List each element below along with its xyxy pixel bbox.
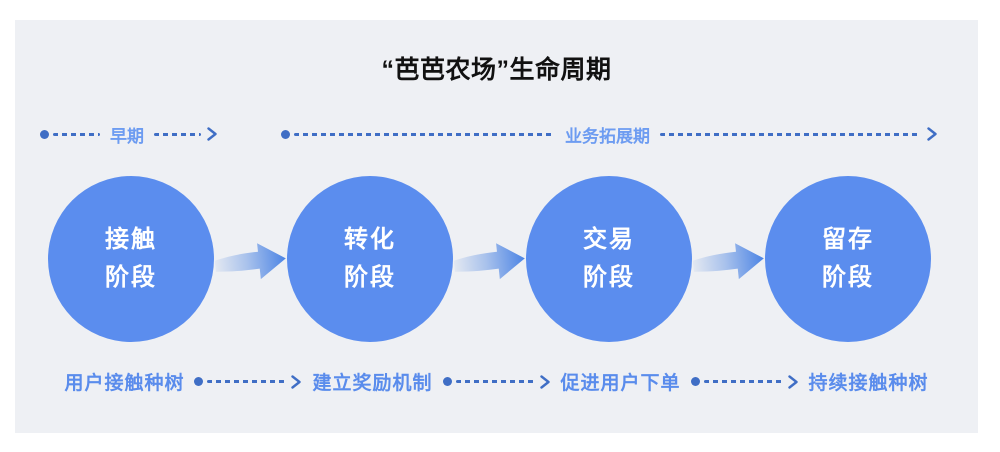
- timeline-expansion: 业务拓展期: [281, 125, 938, 146]
- dashed-line: [53, 132, 100, 136]
- timeline-early: 早期: [40, 125, 218, 146]
- dashed-line: [660, 132, 921, 136]
- action-connector: [442, 374, 551, 390]
- stage-arrow-icon: [214, 242, 287, 282]
- timeline-start-dot-icon: [40, 129, 49, 139]
- connector-dot-icon: [194, 377, 204, 386]
- diagram-title: “芭芭农场”生命周期: [381, 56, 612, 84]
- connector-dot-icon: [442, 377, 452, 386]
- dashed-line: [455, 380, 534, 383]
- stage-row: 接触 阶段 转化 阶段 交易 阶段 留存 阶段: [48, 176, 931, 342]
- connector-dot-icon: [690, 377, 700, 386]
- arrowhead-icon: [205, 126, 218, 142]
- stage-label-line2: 阶段: [344, 264, 396, 291]
- arrowhead-icon: [786, 374, 799, 390]
- action-label: 建立奖励机制: [312, 373, 433, 394]
- action-label: 促进用户下单: [560, 373, 681, 394]
- lifecycle-panel: “芭芭农场”生命周期 早期 业务拓展期 接触 阶段 转化 阶段: [15, 20, 978, 433]
- stage-circle-contact: 接触 阶段: [48, 176, 214, 342]
- dashed-line: [294, 132, 555, 136]
- stage-circle-transaction: 交易 阶段: [526, 176, 692, 342]
- dashed-line: [154, 132, 201, 136]
- dashed-line: [703, 380, 782, 383]
- dashed-line: [207, 380, 286, 383]
- timeline-expansion-label: 业务拓展期: [565, 126, 650, 146]
- action-connector: [690, 374, 799, 390]
- action-row: 用户接触种树 建立奖励机制 促进用户下单 持续接触种树: [15, 368, 978, 395]
- stage-arrow-icon: [453, 242, 526, 282]
- timeline-early-label: 早期: [110, 126, 144, 146]
- stage-circle-conversion: 转化 阶段: [287, 176, 453, 342]
- stage-label-line1: 接触: [105, 226, 157, 253]
- action-connector: [194, 374, 302, 390]
- stage-arrow-icon: [692, 242, 765, 282]
- stage-label-line1: 留存: [822, 226, 874, 253]
- stage-label-line2: 阶段: [583, 264, 635, 291]
- arrowhead-icon: [925, 126, 938, 142]
- timeline-start-dot-icon: [281, 129, 290, 139]
- stage-label-line1: 转化: [344, 226, 396, 253]
- arrowhead-icon: [289, 374, 302, 390]
- action-label: 用户接触种树: [64, 373, 185, 394]
- stage-circle-retention: 留存 阶段: [765, 176, 931, 342]
- stage-label-line2: 阶段: [105, 264, 157, 291]
- stage-label-line1: 交易: [583, 226, 635, 253]
- action-label: 持续接触种树: [808, 373, 929, 394]
- arrowhead-icon: [538, 374, 551, 390]
- stage-label-line2: 阶段: [822, 264, 874, 291]
